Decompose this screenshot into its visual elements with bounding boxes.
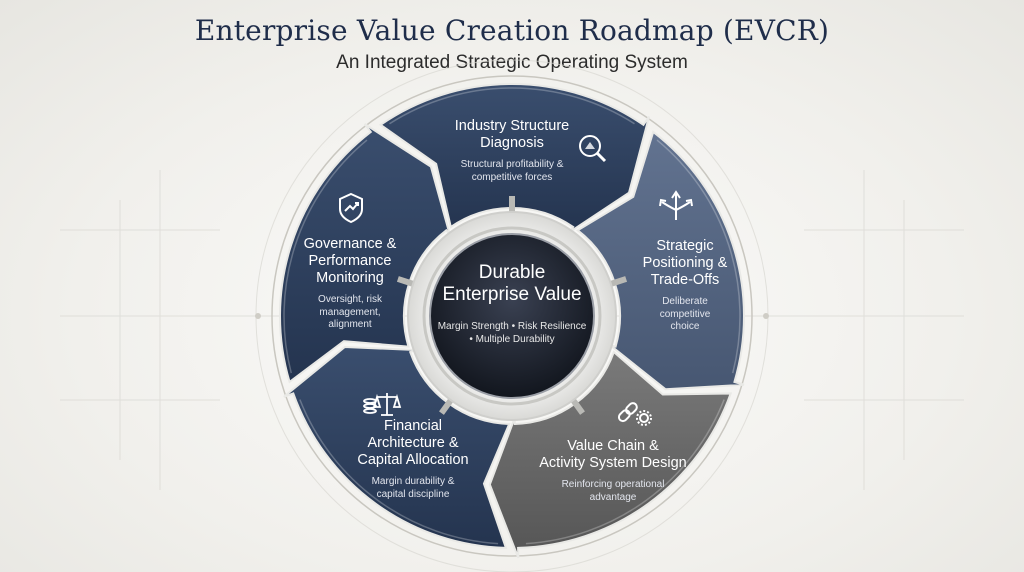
- center-title-line: Durable: [478, 262, 546, 283]
- segment-title-line: Architecture &: [367, 435, 459, 451]
- scales-icon: [363, 393, 402, 416]
- segment-desc-line: Oversight, risk: [318, 294, 382, 305]
- segment-financial-arc-highlight: [299, 399, 499, 545]
- segment-industry-arc-highlight: [389, 87, 635, 125]
- diverging-arrows-icon: [659, 190, 693, 220]
- connector-spoke: [609, 276, 628, 287]
- segment-title-line: Value Chain &: [567, 438, 659, 454]
- segment-desc-line: management,: [319, 306, 381, 318]
- segment-title-line: Strategic: [656, 238, 714, 254]
- center-desc-line: • Multiple Durability: [469, 334, 555, 345]
- segment-title-line: Governance &: [303, 236, 397, 252]
- segment-title-line: Monitoring: [316, 270, 384, 286]
- left-node-dot: [255, 313, 261, 319]
- segment-industry-arc: [378, 83, 651, 233]
- segment-positioning-arc-highlight: [656, 139, 741, 374]
- segment-desc-line: choice: [670, 321, 700, 332]
- segment-desc-line: Deliberate: [662, 296, 708, 307]
- segment-desc-line: Reinforcing operational: [561, 479, 665, 490]
- segment-desc-line: competitive forces: [471, 171, 553, 183]
- segment-title-line: Capital Allocation: [357, 452, 469, 468]
- segment-desc-line: competitive: [659, 308, 711, 320]
- segment-desc-line: Structural profitability &: [460, 159, 564, 170]
- connector-spoke: [396, 276, 415, 287]
- page-title: Enterprise Value Creation Roadmap (EVCR): [194, 14, 830, 47]
- segment-governance-arc: [279, 123, 451, 384]
- page-subtitle: An Integrated Strategic Operating System: [336, 52, 688, 73]
- segment-title-line: Trade-Offs: [650, 272, 720, 288]
- segment-desc-line: advantage: [589, 491, 637, 503]
- connector-spoke: [570, 398, 585, 415]
- segment-title-line: Diagnosis: [480, 135, 544, 151]
- inner-metal-ring: [422, 226, 602, 406]
- segment-title-line: Positioning &: [642, 255, 728, 271]
- segment-title-line: Activity System Design: [539, 455, 687, 471]
- segment-financial-arc: [283, 345, 511, 549]
- segment-positioning-arc: [575, 130, 745, 391]
- segment-desc-line: alignment: [328, 319, 372, 330]
- segment-title-line: Financial: [383, 418, 443, 434]
- right-node-dot: [763, 313, 769, 319]
- segment-title-line: Performance: [308, 253, 392, 269]
- segment-valuechain-arc-highlight: [525, 399, 725, 545]
- center-title-line: Enterprise Value: [442, 284, 582, 305]
- connector-spoke: [439, 398, 454, 415]
- segment-title-line: Industry Structure: [454, 118, 570, 134]
- center-desc-line: Margin Strength • Risk Resilience: [437, 321, 587, 332]
- center-disc: [429, 233, 595, 399]
- chain-gear-icon: [617, 402, 652, 426]
- magnifier-icon: [579, 135, 607, 163]
- segment-valuechain-arc: [488, 350, 733, 559]
- outer-rim: [271, 75, 753, 557]
- segment-desc-line: Margin durability &: [371, 476, 455, 487]
- segment-value-chain: Value Chain &Activity System Design Rein…: [528, 438, 698, 504]
- shield-icon: [339, 192, 363, 224]
- segment-governance-arc-highlight: [283, 139, 368, 374]
- segment-desc-line: capital discipline: [376, 488, 450, 500]
